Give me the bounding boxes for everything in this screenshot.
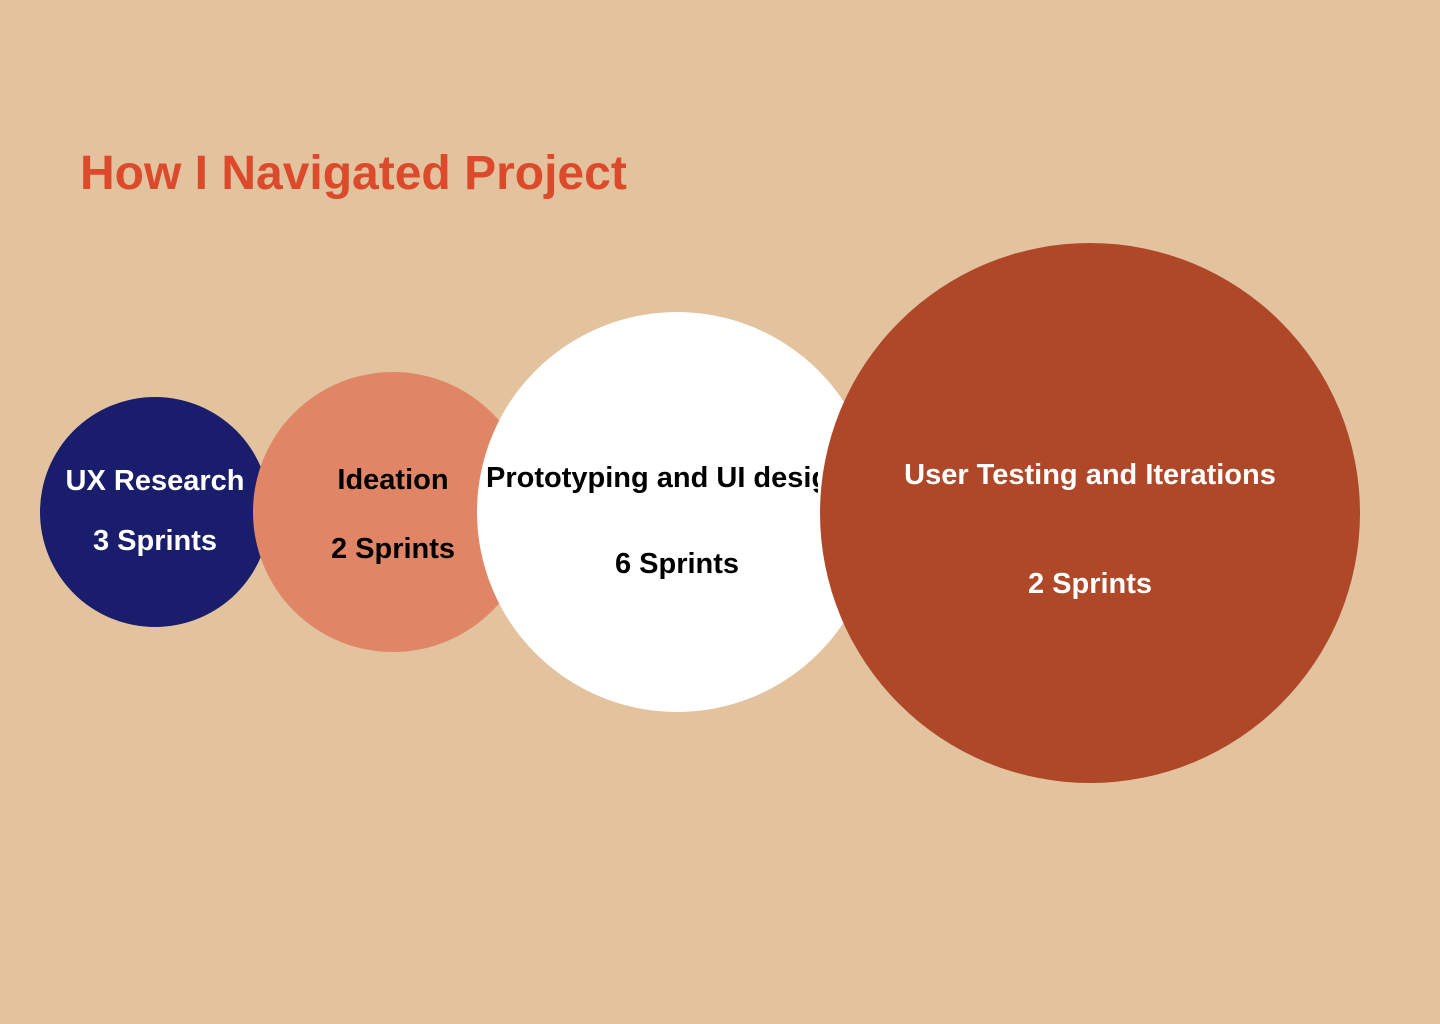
phase-duration: 2 Sprints (330, 533, 456, 565)
phase-name: Ideation (337, 464, 449, 496)
phase-duration: 6 Sprints (614, 548, 740, 580)
phase-circle-prototyping: Prototyping and UI design 6 Sprints (477, 312, 877, 712)
phase-circle-ux-research: UX Research 3 Sprints (40, 397, 270, 627)
phase-circle-user-testing: User Testing and Iterations 2 Sprints (820, 243, 1360, 783)
phase-duration: 2 Sprints (1027, 568, 1153, 600)
page-title: How I Navigated Project (80, 147, 627, 200)
phase-name: Prototyping and UI design (486, 462, 818, 494)
phase-duration: 3 Sprints (92, 525, 218, 557)
phase-name: UX Research (65, 465, 245, 497)
phase-name: User Testing and Iterations (904, 459, 1276, 491)
